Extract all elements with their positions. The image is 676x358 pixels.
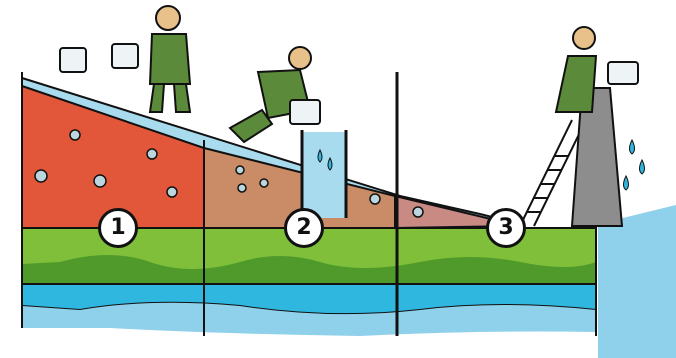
grass-dark-patches — [22, 255, 596, 284]
infiltration-pipe — [300, 130, 348, 218]
marker-1-label: 1 — [110, 215, 126, 240]
figure-1 — [59, 5, 192, 113]
marker-3-label: 3 — [498, 215, 514, 240]
marker-2-label: 2 — [296, 215, 312, 240]
marker-3: 3 — [486, 208, 526, 248]
stones-layer-1 — [34, 129, 178, 198]
figure-3 — [554, 26, 639, 113]
water-body-right — [598, 205, 676, 358]
marker-2: 2 — [284, 208, 324, 248]
bottom-water — [22, 302, 596, 336]
tower — [570, 87, 624, 227]
marker-1: 1 — [98, 208, 138, 248]
figure-2 — [228, 46, 321, 144]
stones-layer-2 — [235, 165, 424, 218]
ladder — [519, 119, 587, 227]
water-drops — [623, 138, 645, 191]
